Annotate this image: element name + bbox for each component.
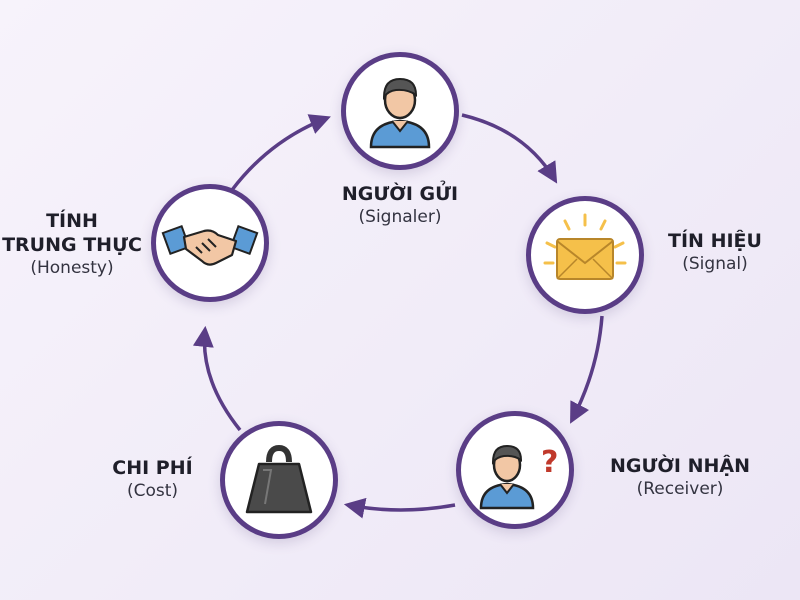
sender-title: NGƯỜI GỬI (341, 183, 459, 205)
arrow-signal-to-receiver (570, 315, 604, 424)
signal-node (526, 196, 644, 314)
cost-node (220, 421, 338, 539)
signal-title: TÍN HIỆU (668, 230, 762, 252)
receiver-subtitle: (Receiver) (636, 478, 724, 499)
sender-subtitle: (Signaler) (358, 206, 442, 227)
honesty-node (151, 184, 269, 302)
svg-text:?: ? (541, 445, 558, 480)
arrow-cost-to-honesty (192, 325, 242, 432)
receiver-label: NGƯỜI NHẬN (Receiver) (590, 455, 770, 500)
honesty-label: TÍNH TRUNG THỰC (Honesty) (0, 210, 152, 279)
person-icon (369, 77, 431, 149)
weight-icon (245, 444, 313, 514)
cost-title: CHI PHÍ (112, 457, 193, 479)
arrow-receiver-to-cost (343, 497, 456, 519)
person-question-icon: ? (479, 444, 558, 510)
arrow-sender-to-signal (461, 113, 558, 184)
signal-label: TÍN HIỆU (Signal) (650, 230, 780, 275)
receiver-node: ? (456, 411, 574, 529)
envelope-icon (543, 213, 627, 280)
honesty-title-line-2: TRUNG THỰC (2, 233, 142, 256)
cost-subtitle: (Cost) (126, 480, 179, 501)
sender-label: NGƯỜI GỬI (Signaler) (300, 183, 500, 228)
receiver-title: NGƯỜI NHẬN (609, 455, 751, 477)
signal-subtitle: (Signal) (682, 253, 748, 274)
cost-label: CHI PHÍ (Cost) (95, 457, 210, 502)
honesty-title-line-1: TÍNH (46, 210, 98, 232)
honesty-subtitle: (Honesty) (30, 257, 114, 278)
sender-node (341, 52, 459, 170)
handshake-icon (161, 224, 259, 266)
arrow-honesty-to-sender (230, 114, 331, 192)
